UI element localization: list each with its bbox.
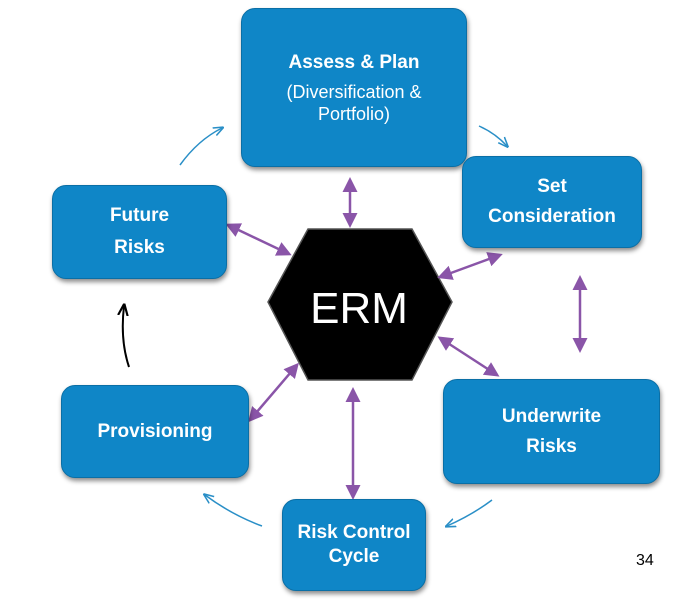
node-risk-control-cycle: Risk Control Cycle (282, 499, 426, 591)
set-consideration-line2: Consideration (488, 206, 616, 227)
assess-plan-subtitle-1: (Diversification & (286, 81, 422, 102)
future-risks-line2: Risks (114, 237, 165, 258)
connector-provisioning-erm (248, 362, 299, 423)
provisioning-label: Provisioning (97, 420, 213, 442)
underwrite-risks-line2: Risks (526, 435, 577, 457)
connector-set-erm (437, 252, 503, 280)
node-set-consideration: Set Consideration (462, 156, 642, 248)
node-underwrite-risks: Underwrite Risks (443, 379, 660, 484)
future-risks-line1: Future (109, 205, 170, 226)
node-future-risks: Future Risks (52, 185, 227, 279)
page-number: 34 (636, 552, 654, 569)
connector-future-erm (225, 223, 292, 256)
erm-label: ERM (310, 284, 408, 333)
connector-underwrite-erm (437, 336, 500, 377)
risk-control-cycle-line1: Risk Control (297, 522, 411, 543)
cycle-arrow-future-to-assess (179, 128, 222, 166)
node-provisioning: Provisioning (61, 385, 249, 478)
arrow-provisioning-to-future (123, 306, 130, 368)
erm-hexagon (267, 228, 453, 381)
risk-control-cycle-line2: Cycle (328, 546, 380, 567)
underwrite-risks-line1: Underwrite (501, 405, 602, 427)
cycle-arrow-underwrite-to-riskcontrol (447, 499, 493, 526)
cycle-arrow-riskcontrol-to-provisioning (205, 495, 263, 527)
node-assess-plan: Assess & Plan (Diversification & Portfol… (241, 8, 467, 167)
assess-plan-subtitle-2: Portfolio) (317, 103, 391, 124)
set-consideration-line1: Set (537, 176, 567, 197)
assess-plan-title: Assess & Plan (288, 51, 420, 73)
cycle-arrow-assess-to-set (478, 125, 507, 146)
